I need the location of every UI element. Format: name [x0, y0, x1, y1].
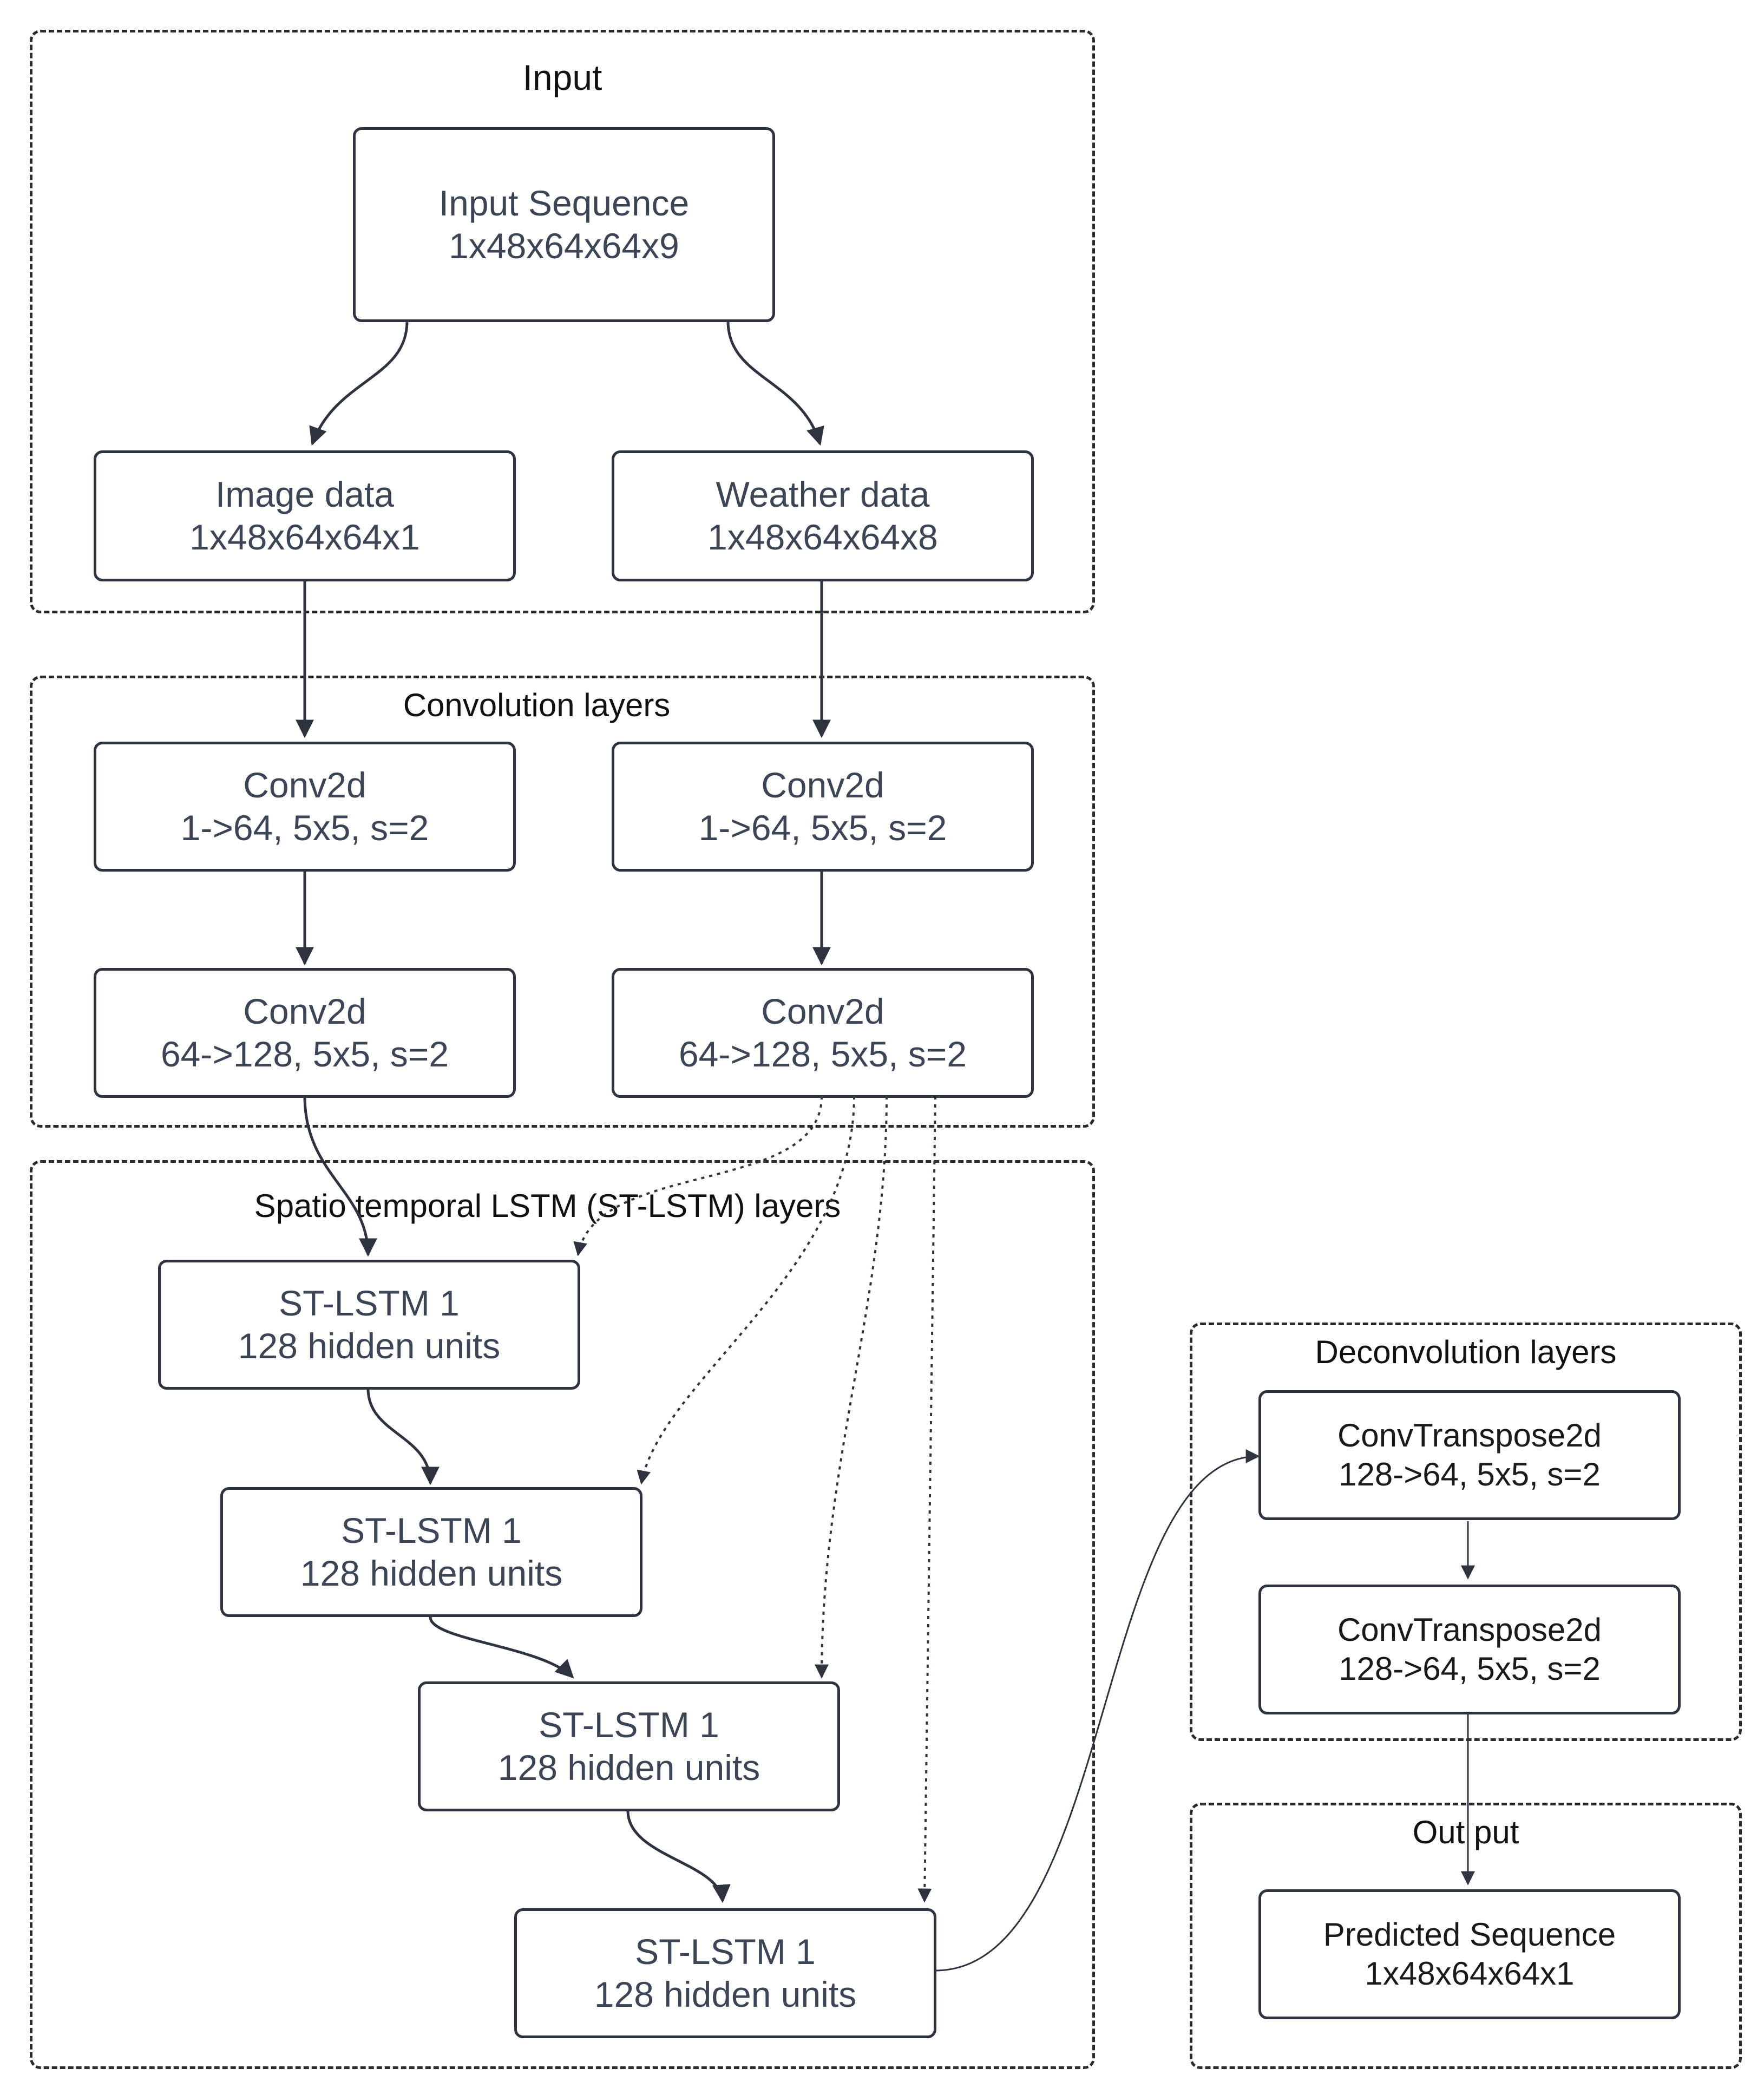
stlstm-1-title: ST-LSTM 1	[279, 1282, 460, 1323]
image-data-detail: 1x48x64x64x1	[189, 517, 420, 557]
edge-weather-to-stlstm4	[917, 1096, 936, 1903]
input-group-title: Input	[522, 57, 602, 97]
stlstm-group: Spatio temporal LSTM (ST-LSTM) layers	[30, 1160, 1095, 2069]
output-group-title: Out put	[1412, 1814, 1519, 1850]
conv-image-1-detail: 1->64, 5x5, s=2	[180, 808, 429, 848]
input-sequence-node: Input Sequence 1x48x64x64x9	[353, 127, 775, 322]
deconv-2-detail: 128->64, 5x5, s=2	[1339, 1651, 1601, 1687]
stlstm-2-node: ST-LSTM 1 128 hidden units	[220, 1487, 642, 1617]
edge-conv2-to-stlstm1	[303, 1096, 377, 1257]
weather-data-detail: 1x48x64x64x8	[707, 517, 938, 557]
weather-data-title: Weather data	[716, 474, 930, 514]
input-group: Input	[30, 30, 1095, 613]
deconv-1-node: ConvTranspose2d 128->64, 5x5, s=2	[1258, 1390, 1681, 1520]
stlstm-4-node: ST-LSTM 1 128 hidden units	[514, 1908, 936, 2038]
convolution-group-title: Convolution layers	[403, 687, 671, 723]
deconv-1-detail: 128->64, 5x5, s=2	[1339, 1456, 1601, 1493]
conv-weather-2-title: Conv2d	[761, 991, 884, 1031]
edge-stlstm4-to-deconv1	[935, 1449, 1260, 1972]
conv-weather-2-node: Conv2d 64->128, 5x5, s=2	[612, 968, 1034, 1098]
conv-weather-1-node: Conv2d 1->64, 5x5, s=2	[612, 742, 1034, 872]
stlstm-1-node: ST-LSTM 1 128 hidden units	[158, 1260, 580, 1390]
edge-stlstm2-to-stlstm3	[429, 1616, 574, 1679]
edge-weather-to-stlstm3	[815, 1096, 888, 1679]
stlstm-3-detail: 128 hidden units	[497, 1747, 760, 1788]
conv-weather-1-detail: 1->64, 5x5, s=2	[698, 808, 947, 848]
edge-stlstm3-to-stlstm4	[626, 1810, 731, 1903]
edge-weather-to-stlstm1	[573, 1096, 823, 1256]
input-sequence-detail: 1x48x64x64x9	[449, 226, 679, 266]
predicted-sequence-title: Predicted Sequence	[1323, 1916, 1616, 1953]
input-sequence-title: Input Sequence	[438, 182, 690, 223]
image-data-title: Image data	[215, 474, 395, 514]
conv-image-2-node: Conv2d 64->128, 5x5, s=2	[94, 968, 516, 1098]
stlstm-3-node: ST-LSTM 1 128 hidden units	[418, 1681, 840, 1811]
predicted-sequence-node: Predicted Sequence 1x48x64x64x1	[1258, 1889, 1681, 2019]
conv-image-2-detail: 64->128, 5x5, s=2	[160, 1034, 449, 1074]
convolution-group: Convolution layers	[30, 676, 1095, 1128]
edge-input-to-image	[309, 320, 409, 446]
deconvolution-group-title: Deconvolution layers	[1315, 1334, 1617, 1370]
conv-image-1-node: Conv2d 1->64, 5x5, s=2	[94, 742, 516, 872]
stlstm-4-title: ST-LSTM 1	[635, 1931, 816, 1972]
deconv-2-node: ConvTranspose2d 128->64, 5x5, s=2	[1258, 1585, 1681, 1714]
edge-stlstm1-to-stlstm2	[366, 1388, 440, 1485]
conv-image-1-title: Conv2d	[243, 764, 366, 805]
conv-weather-1-title: Conv2d	[761, 764, 884, 805]
weather-data-node: Weather data 1x48x64x64x8	[612, 450, 1034, 581]
predicted-sequence-detail: 1x48x64x64x1	[1365, 1955, 1575, 1992]
stlstm-1-detail: 128 hidden units	[238, 1326, 501, 1366]
stlstm-3-title: ST-LSTM 1	[539, 1704, 719, 1745]
conv-weather-2-detail: 64->128, 5x5, s=2	[678, 1034, 967, 1074]
stlstm-4-detail: 128 hidden units	[594, 1974, 857, 2014]
edge-weather-to-stlstm2	[637, 1096, 855, 1485]
edge-input-to-weather	[726, 320, 824, 446]
conv-image-2-title: Conv2d	[243, 991, 366, 1031]
stlstm-2-title: ST-LSTM 1	[341, 1510, 522, 1550]
deconvolution-group: Deconvolution layers	[1190, 1323, 1742, 1741]
stlstm-2-detail: 128 hidden units	[300, 1553, 563, 1593]
deconv-1-title: ConvTranspose2d	[1337, 1417, 1602, 1454]
deconv-2-title: ConvTranspose2d	[1337, 1612, 1602, 1648]
image-data-node: Image data 1x48x64x64x1	[94, 450, 516, 581]
output-group: Out put	[1190, 1803, 1742, 2069]
